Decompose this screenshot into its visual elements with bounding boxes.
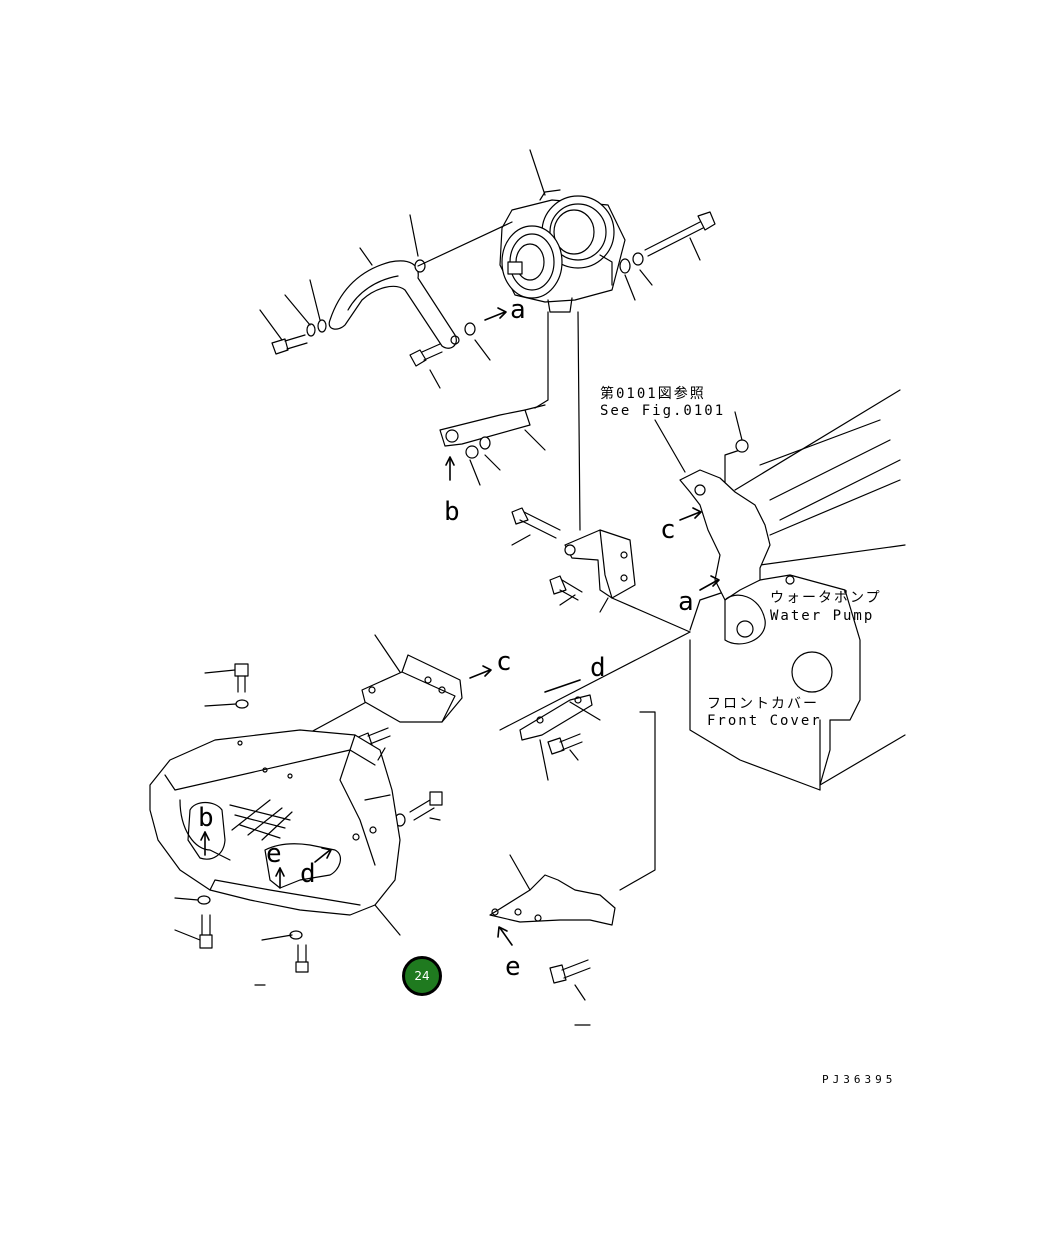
connection-lines — [249, 221, 741, 891]
part-number-badge[interactable]: 24 — [402, 956, 442, 996]
arrow-label-c-bracket: c — [496, 647, 512, 677]
assembly-arrows — [200, 307, 720, 946]
bracket-c — [355, 654, 463, 751]
water-pump-label-en: Water Pump — [770, 608, 874, 624]
arrow-label-d-cover: d — [300, 859, 316, 889]
badge-number: 24 — [414, 969, 430, 983]
engine-block — [679, 389, 906, 791]
small-bracket — [519, 694, 601, 755]
drawing-code: PJ36395 — [822, 1073, 896, 1086]
belt-cover — [149, 729, 401, 916]
front-cover-label-en: Front Cover — [707, 713, 822, 729]
arm-bolt — [271, 319, 443, 367]
bracket-e — [489, 874, 616, 984]
arrow-label-d-bracket: d — [590, 653, 606, 683]
upper-bracket — [439, 404, 546, 459]
adjusting-arm — [328, 259, 476, 349]
reference-note-en: See Fig.0101 — [600, 403, 725, 419]
through-bolt — [619, 211, 716, 274]
arrow-label-e-bracket: e — [505, 952, 521, 982]
front-cover-label-ja: フロントカバー — [707, 696, 819, 712]
arrow-label-b-bracket: b — [444, 497, 460, 527]
arrow-label-b-cover: b — [198, 803, 214, 833]
alternator — [499, 189, 626, 313]
arrow-label-e-cover: e — [266, 839, 282, 869]
reference-note-ja: 第0101図参照 — [600, 385, 706, 402]
part-leader-lines — [174, 149, 743, 1026]
arrow-label-c-engine: c — [660, 515, 676, 545]
water-pump-label-ja: ウォータポンプ — [770, 590, 882, 606]
arrow-label-a-engine: a — [678, 587, 694, 617]
mounting-bracket — [511, 507, 636, 601]
arrow-label-a-alternator: a — [510, 295, 526, 325]
